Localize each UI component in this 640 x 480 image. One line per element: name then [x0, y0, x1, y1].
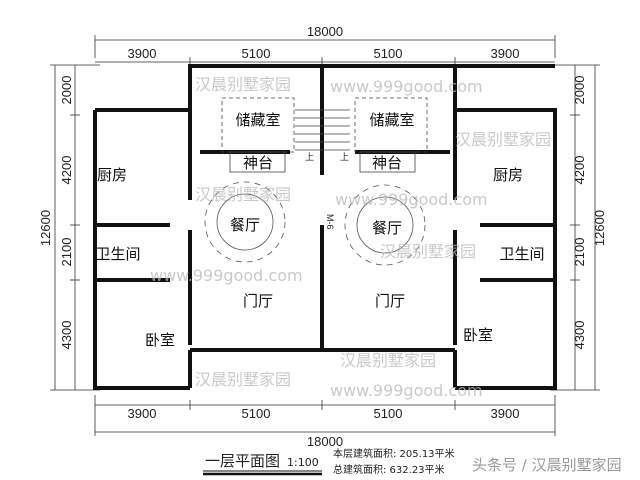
plan-title: 一层平面图	[205, 452, 280, 470]
dim-left-3: 2100	[59, 238, 74, 267]
source-credit: 头条号 / 汉晨别墅家园	[472, 456, 622, 474]
watermark-url: www.999good.com	[150, 266, 303, 285]
room-hall-right: 门厅	[375, 292, 405, 310]
stairs	[229, 109, 416, 173]
dimension-lines	[50, 35, 600, 436]
dim-right-2: 4200	[572, 156, 587, 185]
dim-right-total: 12600	[592, 210, 607, 246]
watermark-brand: 汉晨别墅家园	[455, 130, 551, 149]
room-shrine-left: 神台	[243, 154, 273, 172]
watermark-brand: 汉晨别墅家园	[340, 351, 436, 370]
stair-up-right: 上	[340, 152, 349, 162]
dim-top-4: 3900	[491, 46, 520, 61]
door-code-label: M-6	[325, 214, 335, 230]
room-storage-left: 储藏室	[235, 111, 280, 129]
dim-left-4: 4300	[59, 321, 74, 350]
watermark-url: www.999good.com	[335, 190, 488, 209]
dim-top-1: 3900	[128, 46, 157, 61]
watermark-brand: 汉晨别墅家园	[195, 75, 291, 94]
stair-up-left: 上	[305, 152, 314, 162]
watermark-url: www.999good.com	[330, 381, 483, 400]
dim-left-2: 4200	[59, 156, 74, 185]
room-bedroom-left: 卧室	[145, 331, 175, 349]
room-shrine-right: 神台	[372, 154, 402, 172]
watermark-brand: 汉晨别墅家园	[380, 242, 476, 261]
room-dining-right: 餐厅	[372, 219, 402, 237]
room-dining-left: 餐厅	[230, 216, 260, 234]
dim-top-2: 5100	[242, 46, 271, 61]
dim-right-3: 2100	[572, 238, 587, 267]
dim-bottom-4: 3900	[491, 406, 520, 421]
dim-right-1: 2000	[572, 76, 587, 105]
room-bedroom-right: 卧室	[463, 326, 493, 344]
watermarks: 汉晨别墅家园 www.999good.com 汉晨别墅家园 汉晨别墅家园 www…	[150, 75, 551, 400]
watermark-brand: 汉晨别墅家园	[195, 185, 291, 204]
plan-scale: 1:100	[287, 456, 319, 469]
room-storage-right: 储藏室	[369, 111, 414, 129]
dim-left-1: 2000	[59, 76, 74, 105]
room-hall-left: 门厅	[243, 292, 273, 310]
room-kitchen-left: 厨房	[97, 166, 127, 184]
room-bathroom-right: 卫生间	[499, 245, 544, 263]
floor-area: 本层建筑面积: 205.13平米	[333, 447, 455, 460]
dim-bottom-3: 5100	[374, 406, 403, 421]
total-area: 总建筑面积: 632.23平米	[333, 463, 445, 476]
dim-bottom-2: 5100	[242, 406, 271, 421]
dim-top-total: 18000	[307, 24, 343, 39]
dim-bottom-1: 3900	[128, 406, 157, 421]
dim-right-4: 4300	[572, 321, 587, 350]
watermark-brand: 汉晨别墅家园	[195, 370, 291, 389]
room-bathroom-left: 卫生间	[95, 245, 140, 263]
watermark-url: www.999good.com	[330, 77, 483, 96]
room-kitchen-right: 厨房	[493, 166, 523, 184]
dim-top-3: 5100	[374, 46, 403, 61]
dim-bottom-total: 18000	[307, 434, 343, 449]
dim-left-total: 12600	[38, 210, 53, 246]
dining-tables	[204, 181, 426, 266]
